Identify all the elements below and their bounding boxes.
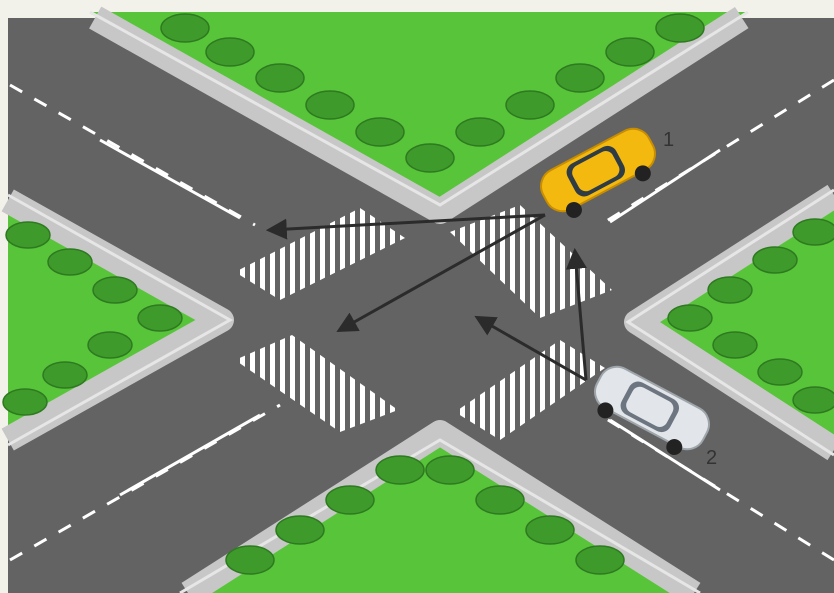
car-2-label: 2 [706, 447, 717, 469]
car-1-label: 1 [663, 129, 674, 151]
